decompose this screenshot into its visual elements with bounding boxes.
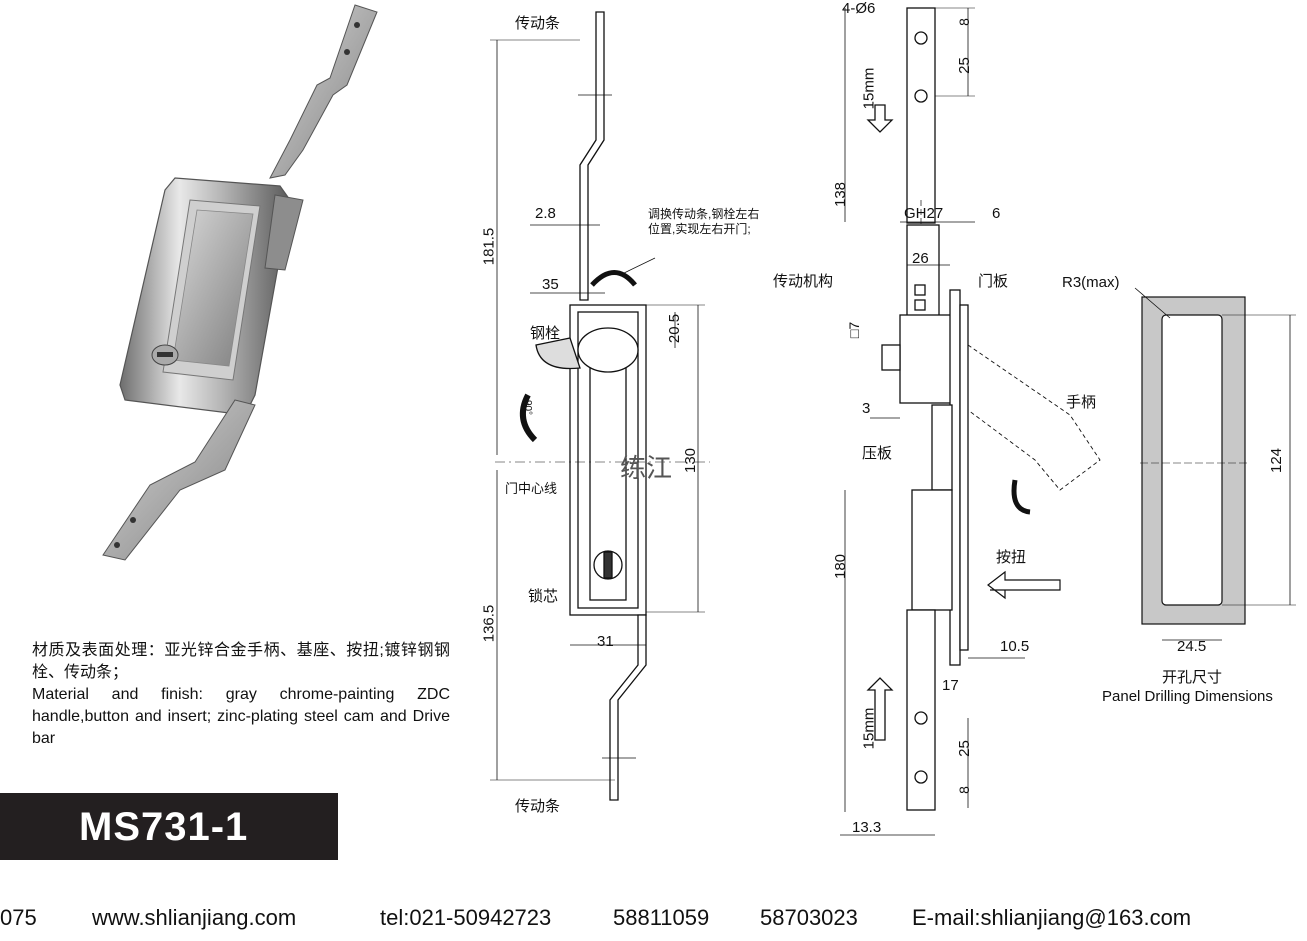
handle-label: 手柄 — [1066, 394, 1097, 411]
mechanism-label: 传动机构 — [773, 273, 834, 290]
cutout-width-label: 24.5 — [1177, 638, 1207, 655]
material-cn: 材质及表面处理：亚光锌合金手柄、基座、按扭;镀锌钢钢栓、传动条； — [32, 642, 450, 681]
front-view-drawing — [490, 11, 710, 801]
dim-180: 180 — [832, 553, 850, 580]
dim-136-5: 136.5 — [480, 604, 498, 643]
cutout-title-cn: 开孔尺寸 — [1162, 669, 1223, 686]
dim-3: 3 — [862, 400, 871, 417]
model-number: MS731-1 — [79, 805, 249, 849]
model-band — [0, 793, 338, 860]
lock-core-label: 锁芯 — [528, 588, 559, 605]
drive-bar-bottom-label: 传动条 — [515, 798, 561, 815]
dim-25-top: 25 — [955, 57, 973, 74]
dim-17: 17 — [942, 677, 959, 694]
dim-10-5: 10.5 — [1000, 638, 1030, 655]
cutout-radius-label: R3(max) — [1062, 274, 1120, 291]
side-view-drawing — [840, 7, 1101, 836]
material-description: 材质及表面处理：亚光锌合金手柄、基座、按扭;镀锌钢钢栓、传动条； Materia… — [32, 640, 450, 750]
dim-31: 31 — [597, 633, 614, 650]
button-label: 按扭 — [996, 549, 1027, 566]
footer-prefix: 075 — [0, 905, 37, 930]
stroke-bottom-label: 15mm — [860, 707, 878, 750]
dim-8-bottom: 8 — [955, 786, 972, 794]
note-line-1: 调换传动条,钢栓左右 — [648, 207, 760, 221]
dim-gh27: GH27 — [904, 205, 944, 222]
door-centerline-label: 门中心线 — [505, 481, 558, 496]
dim-181-5: 181.5 — [480, 227, 498, 266]
panel-cutout-drawing — [1134, 287, 1296, 641]
dim-26: 26 — [912, 250, 929, 267]
dim-130: 130 — [682, 447, 700, 474]
angle-label: 90° — [522, 399, 534, 416]
watermark: 练江 — [620, 454, 673, 484]
bolt-label: 钢栓 — [530, 325, 561, 342]
dim-sq7: □7 — [846, 321, 863, 339]
dim-8-top: 8 — [955, 18, 972, 26]
dim-35: 35 — [542, 276, 559, 293]
dim-25-bottom: 25 — [955, 740, 973, 757]
note-line-2: 位置,实现左右开门; — [648, 222, 751, 236]
material-en: Material and finish: gray chrome-paintin… — [32, 686, 450, 747]
product-photo — [102, 4, 378, 561]
cutout-height-label: 124 — [1268, 447, 1286, 474]
holes-label: 4-Ø6 — [842, 0, 876, 17]
cutout-title-en: Panel Drilling Dimensions — [1102, 688, 1273, 705]
drive-bar-top-label: 传动条 — [515, 15, 561, 32]
dim-2-8: 2.8 — [535, 205, 556, 222]
dim-20-5: 20.5 — [666, 313, 684, 344]
door-panel-label: 门板 — [978, 273, 1009, 290]
stroke-top-label: 15mm — [860, 67, 878, 110]
dim-6: 6 — [992, 205, 1001, 222]
pressure-plate-label: 压板 — [862, 445, 893, 462]
footer: 075 www.shlianjiang.com tel:021-50942723… — [0, 905, 1307, 937]
dim-13-3: 13.3 — [852, 819, 882, 836]
dim-138: 138 — [832, 181, 850, 208]
footer-tel-2: 58811059 — [613, 905, 710, 930]
footer-tel: tel:021-50942723 — [380, 905, 552, 930]
footer-tel-3: 58703023 — [760, 905, 858, 930]
footer-email[interactable]: E-mail:shlianjiang@163.com — [912, 905, 1192, 930]
footer-website[interactable]: www.shlianjiang.com — [92, 905, 297, 930]
